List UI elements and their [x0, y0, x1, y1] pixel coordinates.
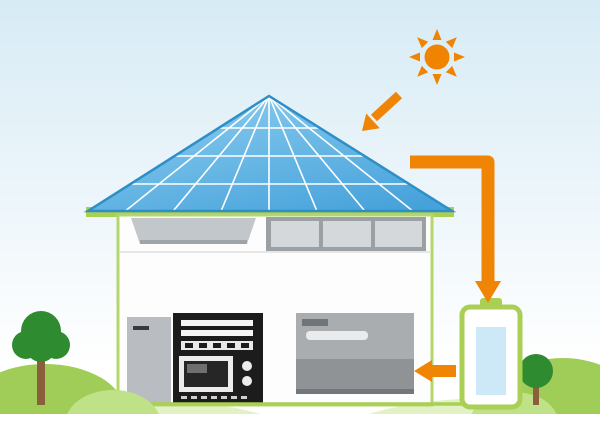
window-pane — [271, 221, 319, 247]
battery-to-house-head — [414, 360, 432, 382]
window-pane — [323, 221, 371, 247]
energy-flow-arrow-battery-to-house — [414, 360, 456, 382]
roof-to-battery-shaft — [410, 155, 495, 283]
roof-outline — [83, 94, 457, 213]
energy-flow-arrow-roof-to-battery — [410, 155, 501, 303]
sunlight-arrow-head — [362, 113, 380, 131]
range-hood — [131, 218, 256, 244]
oven-vent-slat — [181, 320, 253, 326]
house — [116, 213, 434, 407]
dishwasher-bottom — [296, 359, 414, 393]
roof-to-battery-head — [475, 281, 501, 303]
tree-trunk — [533, 384, 539, 405]
battery-cell — [476, 327, 506, 395]
oven-unit — [173, 313, 263, 403]
microwave-window-glint — [187, 364, 207, 373]
oven-knob — [242, 376, 252, 386]
sun-rays — [409, 29, 465, 85]
sun-disc — [424, 44, 450, 70]
battery-outline — [459, 304, 523, 410]
window-pane — [375, 221, 422, 247]
cabinet-handle — [133, 326, 149, 330]
tree-crown — [519, 354, 553, 388]
oven-knob — [242, 361, 252, 371]
upstairs-window-panes — [271, 221, 422, 247]
kitchen-cabinet — [127, 317, 171, 403]
sunlight-arrow-shaft — [370, 91, 403, 122]
dishwasher-handle-slot — [306, 331, 368, 340]
oven-vent-slat — [181, 330, 253, 336]
roof-surface — [88, 96, 452, 211]
tree-crown — [12, 311, 70, 362]
dishwasher-control-panel — [302, 319, 328, 326]
storage-battery — [459, 298, 523, 410]
foreground-strip — [0, 414, 600, 429]
sunlight-arrow — [362, 91, 403, 131]
dishwasher-base — [296, 389, 414, 394]
right-tree — [519, 354, 553, 405]
sun-icon — [409, 29, 465, 85]
left-tree — [12, 311, 70, 405]
tree-trunk — [37, 350, 45, 405]
oven-control-buttons — [185, 343, 249, 348]
range-hood-edge — [140, 240, 247, 244]
oven-bottom-ticks — [181, 396, 247, 399]
dishwasher — [296, 313, 414, 394]
